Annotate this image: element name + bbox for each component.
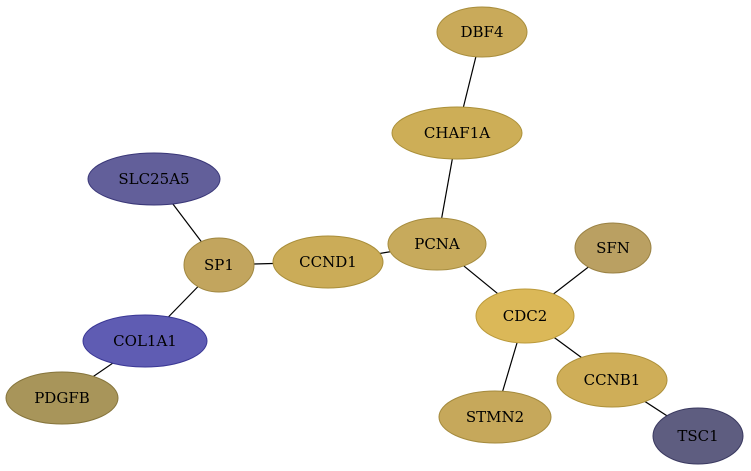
node-ellipse[interactable] [556,352,668,408]
node-ellipse[interactable] [272,235,384,289]
node-ellipse[interactable] [438,390,552,444]
node-slc25a5[interactable]: SLC25A5 [87,152,221,206]
node-ellipse[interactable] [652,407,744,465]
node-ellipse[interactable] [387,217,487,271]
node-ellipse[interactable] [183,237,255,293]
node-col1a1[interactable]: COL1A1 [82,314,208,368]
node-chaf1a[interactable]: CHAF1A [391,106,523,160]
node-ellipse[interactable] [87,152,221,206]
node-sfn[interactable]: SFN [574,222,652,274]
node-cdc2[interactable]: CDC2 [475,288,575,344]
node-pdgfb[interactable]: PDGFB [5,371,119,425]
node-ellipse[interactable] [475,288,575,344]
node-ellipse[interactable] [5,371,119,425]
node-stmn2[interactable]: STMN2 [438,390,552,444]
node-ellipse[interactable] [574,222,652,274]
node-ccnd1[interactable]: CCND1 [272,235,384,289]
node-dbf4[interactable]: DBF4 [436,6,528,58]
node-ccnb1[interactable]: CCNB1 [556,352,668,408]
node-tsc1[interactable]: TSC1 [652,407,744,465]
node-ellipse[interactable] [391,106,523,160]
node-ellipse[interactable] [436,6,528,58]
node-ellipse[interactable] [82,314,208,368]
node-sp1[interactable]: SP1 [183,237,255,293]
node-pcna[interactable]: PCNA [387,217,487,271]
